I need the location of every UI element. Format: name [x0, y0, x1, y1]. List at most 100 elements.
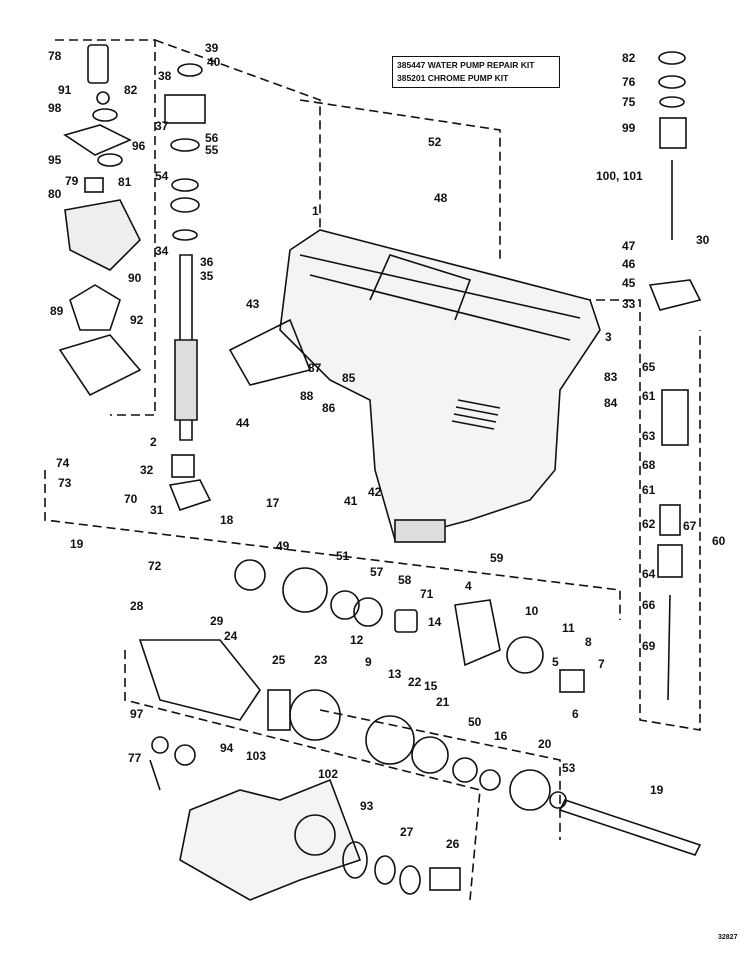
callout-24: 24 [224, 629, 238, 643]
callout-62: 62 [642, 517, 656, 531]
anti-cavitation-plate [394, 519, 446, 543]
callout-93: 93 [360, 799, 374, 813]
hub-102 [294, 814, 336, 856]
callout-90: 90 [128, 271, 142, 285]
callout-45: 45 [622, 276, 636, 290]
nut-97 [151, 736, 169, 754]
callout-36: 36 [200, 255, 214, 269]
bushing-79 [84, 177, 104, 193]
callout-23: 23 [314, 653, 328, 667]
housing-top-deck [299, 254, 581, 341]
callout-103: 103 [246, 749, 266, 763]
callout-77: 77 [128, 751, 142, 765]
thrust-hub-94 [174, 744, 196, 766]
callout-98: 98 [48, 101, 62, 115]
bearing-group-outline [319, 709, 561, 840]
bushing-63 [661, 389, 689, 446]
washer-57 [330, 590, 360, 620]
pump-tube-78 [87, 44, 109, 84]
callout-66: 66 [642, 598, 656, 612]
cotter-pin-77 [149, 759, 161, 791]
bearing-2 [171, 454, 195, 478]
driveshaft-group-outline [154, 39, 321, 240]
valve-62 [659, 504, 681, 536]
lower-gear-group-outline [44, 470, 621, 620]
pump-body-99 [659, 117, 687, 149]
callout-25: 25 [272, 653, 286, 667]
retainer-21 [411, 736, 449, 774]
callout-34: 34 [155, 244, 169, 258]
seal-76 [658, 75, 686, 89]
gearcase-vent-lines [451, 399, 501, 430]
seal-55 [171, 178, 199, 192]
callout-13: 13 [388, 667, 402, 681]
washer-16 [479, 769, 501, 791]
callout-16: 16 [494, 729, 508, 743]
forward-gear-4 [454, 599, 501, 667]
callout-50: 50 [468, 715, 482, 729]
callout-42: 42 [368, 485, 382, 499]
bearing-54 [170, 197, 200, 213]
chrome-pump-kit-label: 385201 CHROME PUMP KIT [397, 73, 509, 83]
pump-plate-95 [63, 124, 132, 156]
callout-54: 54 [155, 169, 169, 183]
callout-41: 41 [344, 494, 358, 508]
callout-60: 60 [712, 534, 726, 548]
callout-12: 12 [350, 633, 364, 647]
callout-4: 4 [465, 579, 472, 593]
callout-6: 6 [572, 707, 579, 721]
callout-15: 15 [424, 679, 438, 693]
callout-3: 3 [605, 330, 612, 344]
callout-39: 39 [205, 41, 219, 55]
driveshaft-spring-section [174, 339, 198, 421]
callout-81: 81 [118, 175, 132, 189]
callout-61-lower: 61 [642, 483, 656, 497]
callout-70: 70 [124, 492, 138, 506]
thrust-washer-53 [549, 791, 567, 809]
water-pump-group-outline [55, 39, 156, 416]
callout-10: 10 [525, 604, 539, 618]
callout-55: 55 [205, 143, 219, 157]
callout-89: 89 [50, 304, 64, 318]
bearing-carrier-10 [506, 636, 544, 674]
callout-28: 28 [130, 599, 144, 613]
impeller-90 [69, 284, 121, 331]
callout-96: 96 [132, 139, 146, 153]
bushing-93 [342, 841, 368, 879]
callout-86: 86 [322, 401, 336, 415]
callout-100-101: 100, 101 [596, 169, 643, 183]
grommet-82-left [92, 108, 118, 122]
callout-80: 80 [48, 187, 62, 201]
callout-27: 27 [400, 825, 414, 839]
callout-44: 44 [236, 416, 250, 430]
callout-57: 57 [370, 565, 384, 579]
callout-79: 79 [65, 174, 79, 188]
clutch-71 [394, 609, 418, 633]
callout-31: 31 [150, 503, 164, 517]
callout-8: 8 [585, 635, 592, 649]
callout-2: 2 [150, 435, 157, 449]
callout-49: 49 [276, 539, 290, 553]
callout-65: 65 [642, 360, 656, 374]
callout-82: 82 [124, 83, 138, 97]
bearing-25 [267, 689, 291, 731]
gear-49 [234, 559, 266, 591]
callout-30: 30 [696, 233, 710, 247]
callout-26: 26 [446, 837, 460, 851]
callout-33: 33 [622, 297, 636, 311]
repair-kit-legend: 385447 WATER PUMP REPAIR KIT 385201 CHRO… [392, 56, 560, 88]
bushing-26 [429, 867, 461, 891]
callout-18: 18 [220, 513, 234, 527]
callout-47: 47 [622, 239, 636, 253]
housing-64 [657, 544, 683, 578]
callout-72: 72 [148, 559, 162, 573]
gearcase-housing [279, 229, 601, 541]
callout-32: 32 [140, 463, 154, 477]
callout-11: 11 [562, 621, 575, 635]
bearing-housing-38 [164, 94, 206, 124]
callout-92: 92 [130, 313, 144, 327]
callout-61-upper: 61 [642, 389, 656, 403]
cap-82-right [658, 51, 686, 65]
